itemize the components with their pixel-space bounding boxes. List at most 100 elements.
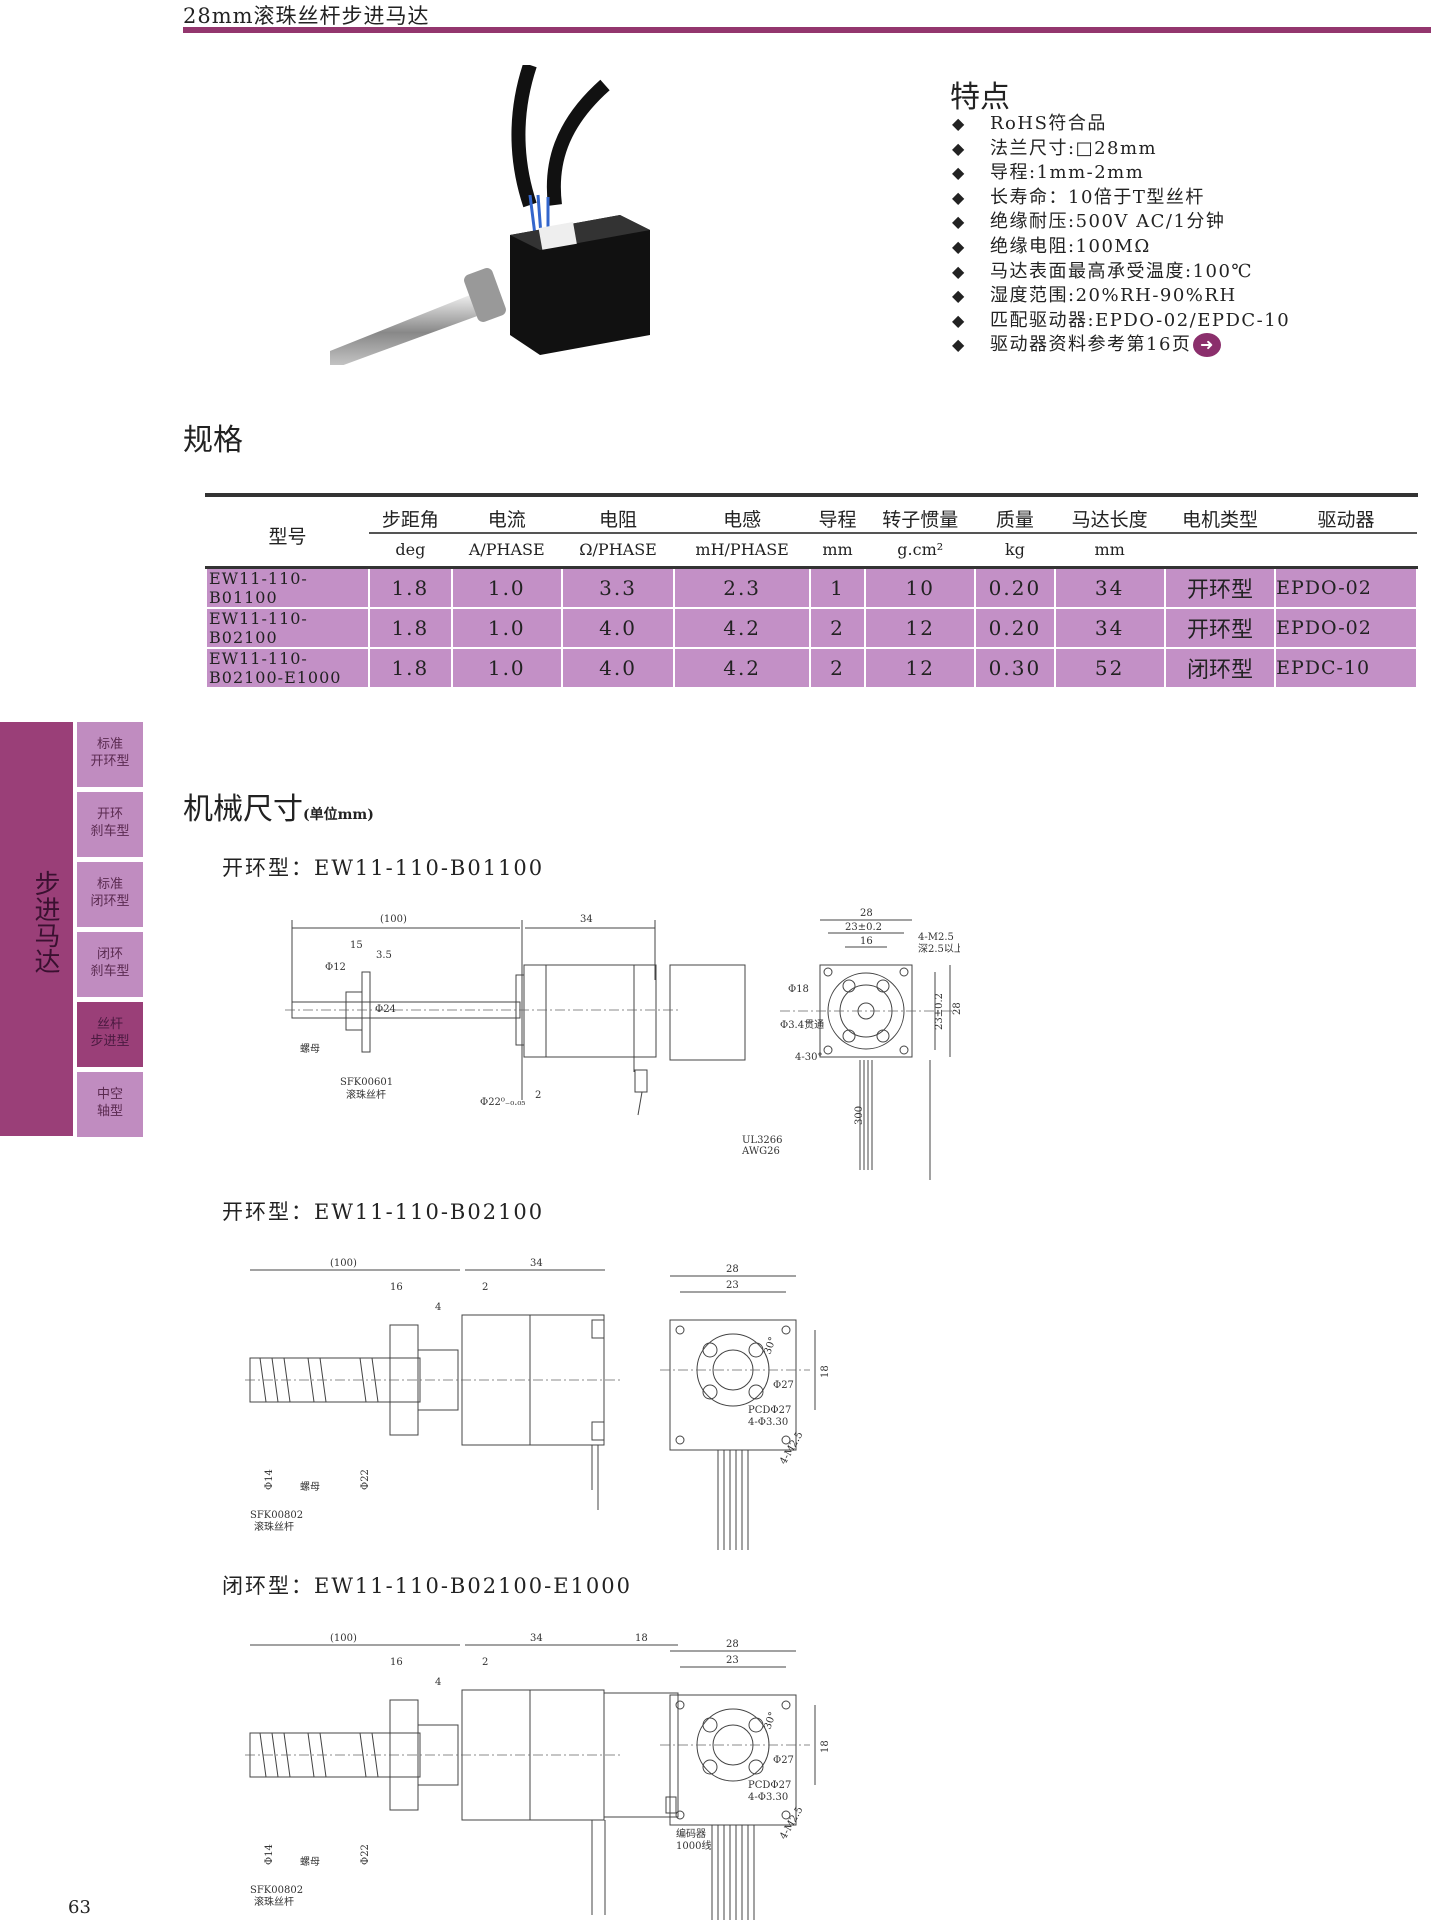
dim-motor: 34: [530, 1633, 543, 1644]
table-cell: 4.0: [560, 606, 676, 649]
unit-header: deg: [369, 532, 452, 569]
nut-label: 螺母: [300, 1043, 320, 1055]
feature-item: ◆匹配驱动器:EPDO-02/EPDC-10: [952, 309, 1290, 334]
table-cell: 4.0: [560, 646, 676, 689]
dim-length: (100): [330, 1633, 357, 1644]
screw-code: SFK00802: [250, 1885, 303, 1896]
dim-length: (100): [380, 914, 407, 925]
dim-angle: 4-30°: [795, 1052, 822, 1063]
dim-motor: 34: [530, 1258, 543, 1269]
encoder-label: 编码器: [676, 1827, 706, 1840]
dim-thru: Φ3.4贯通: [780, 1019, 824, 1031]
diamond-bullet-icon: ◆: [952, 286, 966, 306]
diamond-bullet-icon: ◆: [952, 138, 966, 158]
page-number: 63: [68, 1897, 91, 1918]
dim-d27: Φ27: [773, 1755, 794, 1766]
table-cell: 1.0: [450, 646, 563, 689]
sidebar-tab[interactable]: 标准 闭环型: [77, 862, 143, 927]
column-header: 驱动器: [1317, 509, 1375, 531]
unit-header: A/PHASE: [451, 532, 562, 569]
dim-flange: 3.5: [376, 950, 392, 961]
arrow-right-icon[interactable]: ➜: [1193, 333, 1222, 358]
mechanical-unit: (单位mm): [303, 807, 374, 823]
sidebar-category: [0, 722, 73, 1136]
screw-name: 滚珠丝杆: [346, 1088, 386, 1101]
dim-h23: 23±0.2: [934, 993, 945, 1030]
screw-code: SFK00601: [340, 1077, 393, 1088]
table-cell: EPDC-10: [1274, 646, 1418, 689]
feature-text: 长寿命：10倍于T型丝杆: [990, 186, 1205, 208]
dim-m25: 4-M2.5: [778, 1805, 805, 1842]
table-cell: 52: [1053, 646, 1166, 689]
holes-depth: 深2.5以上: [918, 943, 960, 955]
nut-label: 螺母: [300, 1856, 320, 1868]
mechanical-title: 机械尺寸(单位mm): [183, 784, 374, 828]
table-cell: 1.8: [368, 646, 453, 689]
specs-title: 规格: [183, 423, 243, 458]
diamond-bullet-icon: ◆: [952, 236, 966, 256]
sidebar-tab[interactable]: 标准 开环型: [77, 722, 143, 787]
table-cell: 3.3: [560, 566, 676, 609]
feature-text: 导程:1mm-2mm: [990, 162, 1145, 184]
column-header: 电机类型: [1181, 509, 1258, 531]
sidebar-tab[interactable]: 中空 轴型: [77, 1072, 143, 1137]
table-cell: 12: [864, 606, 977, 649]
table-cell: 1.8: [368, 566, 453, 609]
column-header: 质量: [995, 509, 1034, 531]
dim-motor: 34: [580, 914, 593, 925]
table-cell: 开环型: [1163, 566, 1277, 609]
feature-item: ◆ 法兰尺寸:□28mm: [952, 137, 1290, 162]
table-cell: 开环型: [1163, 606, 1277, 649]
unit-header: kg: [975, 532, 1055, 569]
drawing-1: (100) 34 15 3.5 Φ12 Φ24 Φ22⁰₋₀.₀₅ 2 螺母 S…: [285, 908, 960, 1180]
features-list: ◆RoHS符合品◆法兰尺寸:□28mm◆导程:1mm-2mm◆长寿命：10倍于T…: [952, 112, 1290, 358]
diamond-bullet-icon: ◆: [952, 261, 966, 281]
dim-nut: 16: [390, 1657, 403, 1668]
unit-header: mH/PHASE: [674, 532, 810, 569]
nut-label: 螺母: [300, 1481, 320, 1493]
feature-text: 法兰尺寸:□28mm: [990, 137, 1158, 159]
dim-encoder: 18: [635, 1633, 648, 1644]
dim-nut: 15: [350, 940, 363, 951]
feature-item: ◆ 马达表面最高承受温度:100℃: [952, 260, 1290, 285]
feature-text: 马达表面最高承受温度:100℃: [990, 260, 1254, 282]
dim-w23: 23: [726, 1280, 739, 1291]
encoder-lines: 1000线: [676, 1839, 711, 1852]
sidebar-tab[interactable]: 闭环 刹车型: [77, 932, 143, 997]
dim-pcd: PCDΦ27: [748, 1405, 791, 1416]
sidebar-tab[interactable]: 丝杆 步进型: [77, 1002, 143, 1067]
dim-d22: Φ22: [360, 1844, 371, 1865]
dim-h18: 18: [820, 1365, 831, 1378]
dim-w28: 28: [860, 908, 873, 919]
dim-boss: 2: [482, 1657, 488, 1668]
holes-spec: 4-M2.5: [918, 932, 954, 943]
dim-d12: Φ12: [325, 962, 346, 973]
table-cell: 1.0: [450, 566, 563, 609]
table-cell: 34: [1053, 606, 1166, 649]
screw-name: 滚珠丝杆: [254, 1520, 294, 1533]
column-header: 步距角: [381, 509, 439, 531]
feature-text: 湿度范围:20%RH-90%RH: [990, 285, 1237, 307]
drawing-2-title: 开环型：EW11-110-B02100: [222, 1200, 545, 1224]
dim-boss: 2: [482, 1282, 488, 1293]
diamond-bullet-icon: ◆: [952, 335, 966, 355]
column-header: 电感: [723, 509, 762, 531]
dim-angle: 30°: [762, 1336, 778, 1356]
table-cell: EW11-110-B02100-E1000: [205, 646, 370, 689]
dim-flange: 4: [435, 1302, 441, 1313]
dim-d14: Φ14: [264, 1844, 275, 1865]
screw-code: SFK00802: [250, 1510, 303, 1521]
feature-item: ◆导程:1mm-2mm: [952, 161, 1290, 186]
table-cell: EW11-110-B02100: [205, 606, 370, 649]
sidebar-tab[interactable]: 开环 刹车型: [77, 792, 143, 857]
table-cell: 2: [808, 606, 867, 649]
dim-d22: Φ22⁰₋₀.₀₅: [480, 1097, 525, 1108]
dim-h18: 18: [820, 1740, 831, 1753]
cable-type: UL3266: [742, 1135, 783, 1146]
feature-text: 绝缘电阻:100MΩ: [990, 235, 1151, 257]
dim-w23: 23: [726, 1655, 739, 1666]
dim-flange: 4: [435, 1677, 441, 1688]
feature-item: ◆绝缘耐压:500V AC/1分钟: [952, 210, 1290, 235]
